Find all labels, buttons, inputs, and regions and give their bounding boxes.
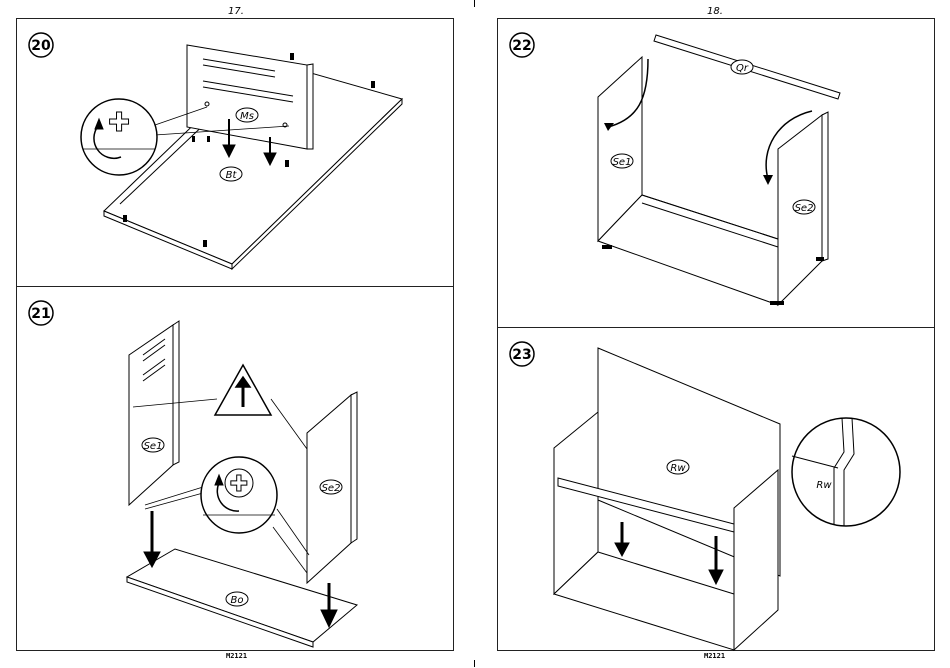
label-rw: Rw: [670, 463, 686, 474]
step-23-illustration: 23: [498, 328, 936, 652]
step-21-panel: 21: [17, 287, 453, 652]
label-ms: Ms: [240, 111, 254, 122]
svg-text:✚: ✚: [108, 108, 130, 138]
side-panel-se1: [129, 321, 179, 505]
step-number-21: 21: [31, 306, 50, 322]
label-rw-detail: Rw: [816, 480, 832, 491]
detail-circle-cam: ✚: [81, 99, 157, 175]
label-se1: Se1: [144, 441, 163, 452]
step-number-22: 22: [512, 38, 531, 54]
label-qr: Qr: [736, 63, 749, 74]
step-20-panel: 20: [17, 19, 453, 287]
step-22-illustration: 22: [498, 19, 936, 328]
detail-circle-cam: ✚: [201, 457, 277, 533]
label-se2: Se2: [795, 203, 814, 214]
warning-triangle: [215, 365, 271, 415]
step-21-illustration: 21: [17, 287, 455, 652]
step-number-23: 23: [512, 347, 531, 363]
carcass-se1: [598, 57, 778, 305]
center-fold-mark-top: [474, 0, 475, 7]
label-se1: Se1: [613, 157, 632, 168]
right-page-frame: 22: [497, 18, 935, 651]
left-page-frame: 20: [16, 18, 454, 651]
center-fold-mark-bottom: [474, 660, 475, 667]
detail-circle-rw: [792, 418, 900, 526]
footer-right: M2121: [704, 652, 725, 660]
step-number-20: 20: [31, 38, 51, 54]
step-23-panel: 23: [498, 328, 934, 652]
step-20-illustration: 20: [17, 19, 455, 287]
label-se2: Se2: [322, 483, 341, 494]
step-22-panel: 22: [498, 19, 934, 328]
page-number-left: 17.: [228, 6, 244, 17]
footer-left: M2121: [226, 652, 247, 660]
label-bt: Bt: [226, 170, 238, 181]
label-bo: Bo: [231, 595, 244, 606]
page-number-right: 18.: [707, 6, 723, 17]
svg-text:✚: ✚: [230, 472, 248, 497]
